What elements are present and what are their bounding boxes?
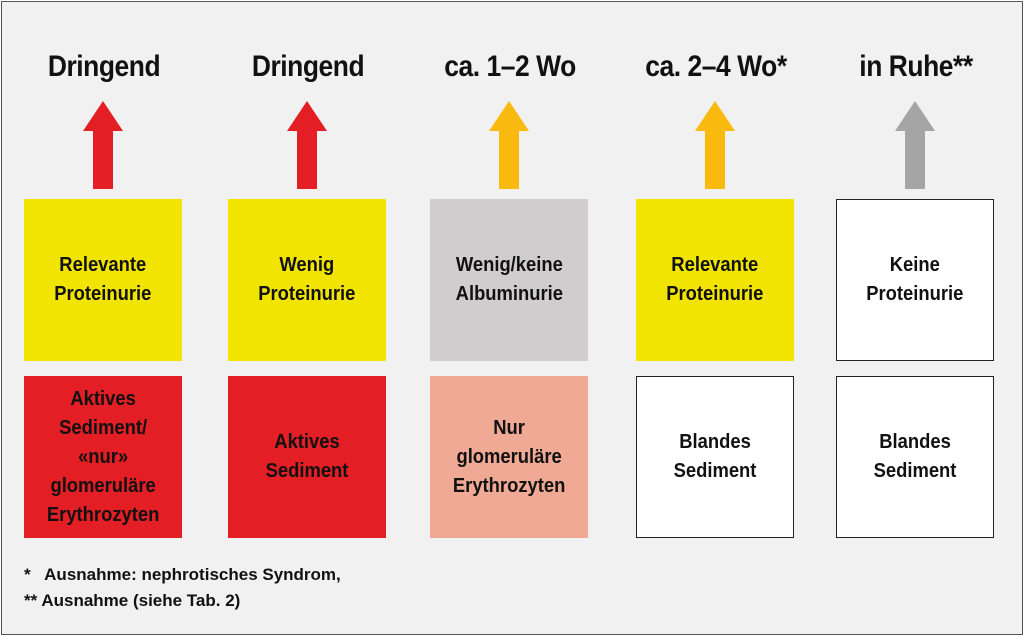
arrow-up-shape bbox=[83, 101, 123, 189]
footnotes: * Ausnahme: nephrotisches Syndrom, ** Au… bbox=[24, 562, 341, 614]
column-header: ca. 2–4 Wo* bbox=[645, 50, 787, 83]
footnote-2: ** Ausnahme (siehe Tab. 2) bbox=[24, 591, 241, 610]
column-header: Dringend bbox=[251, 50, 365, 83]
footnote-1: * Ausnahme: nephrotisches Syndrom, bbox=[24, 565, 341, 584]
arrow-up-shape bbox=[895, 101, 935, 189]
column-header: ca. 1–2 Wo bbox=[444, 50, 576, 83]
arrow-up-icon bbox=[489, 101, 529, 189]
column-header: in Ruhe** bbox=[859, 50, 973, 83]
column-header: Dringend bbox=[47, 50, 161, 83]
arrow-up-icon bbox=[695, 101, 735, 189]
arrow-up-icon bbox=[287, 101, 327, 189]
arrow-up-icon bbox=[895, 101, 935, 189]
arrow-up-icon bbox=[83, 101, 123, 189]
arrow-up-shape bbox=[287, 101, 327, 189]
arrow-up-shape bbox=[695, 101, 735, 189]
arrow-up-shape bbox=[489, 101, 529, 189]
